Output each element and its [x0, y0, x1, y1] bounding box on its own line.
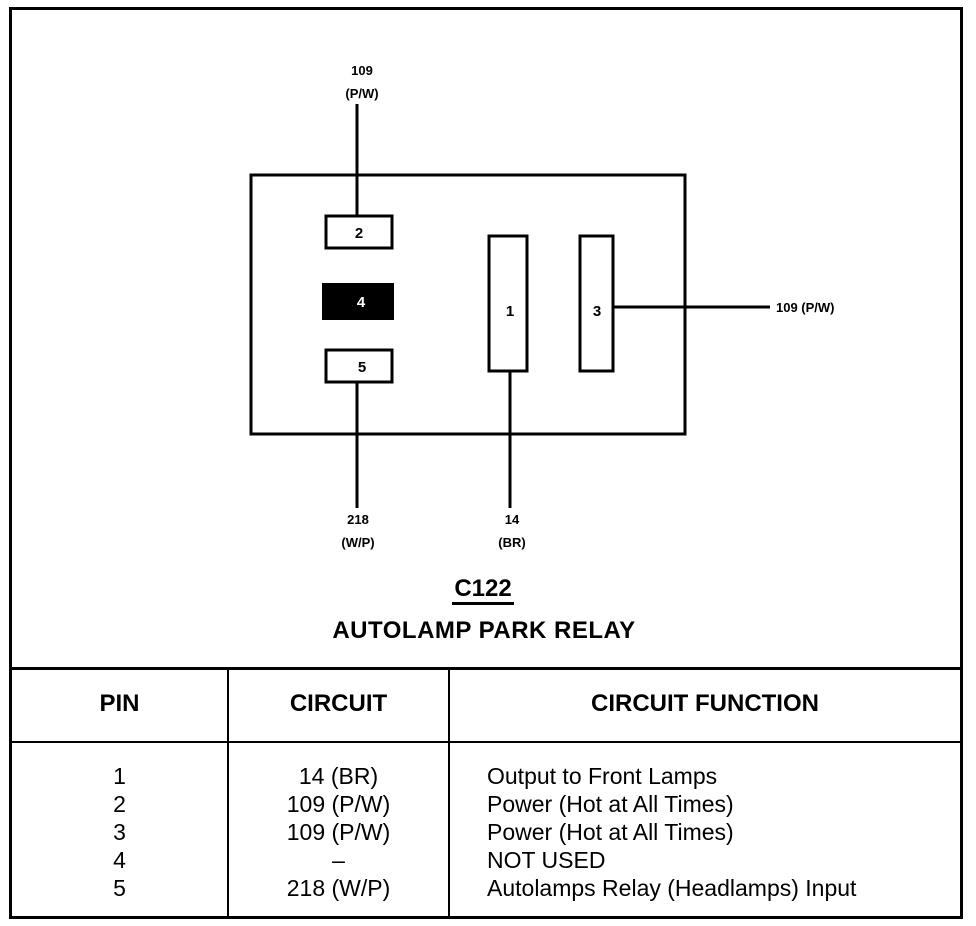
pin-column: 1 2 3 4 5 [12, 762, 227, 902]
table-row-pin: 4 [113, 847, 126, 873]
header-circuit-function: CIRCUIT FUNCTION [591, 690, 819, 717]
pin-1-label: 1 [506, 303, 514, 320]
table-row-circuit: 109 (P/W) [286, 819, 391, 845]
table-row-pin: 3 [113, 819, 126, 845]
table-col-divider-1 [227, 668, 229, 916]
header-circuit: CIRCUIT [289, 690, 388, 717]
wire-label-pin-2: 109 (P/W) [345, 63, 379, 101]
table-row-pin: 2 [113, 791, 126, 817]
table-row-circuit: 109 (P/W) [286, 791, 391, 817]
wire-label-pin-5: 218 (W/P) [341, 512, 375, 550]
pin-1: 1 [487, 234, 529, 373]
pin-4: 4 [322, 283, 394, 320]
pin-4-label: 4 [357, 294, 366, 311]
table-top-border [9, 667, 963, 670]
pin-3-label: 3 [593, 303, 601, 320]
diagram-frame [9, 7, 963, 919]
table-row-function: Power (Hot at All Times) [487, 791, 734, 817]
table-row-circuit: – [332, 847, 345, 873]
pin-2: 2 [324, 214, 394, 250]
wire-label-pin-1: 14 (BR) [498, 512, 526, 550]
table-row-function: Power (Hot at All Times) [487, 819, 734, 845]
table-row-circuit: 14 (BR) [298, 763, 379, 789]
function-column: Output to Front Lamps Power (Hot at All … [487, 762, 957, 902]
wire-label-pin-3: 109 (P/W) [776, 300, 835, 315]
connector-body [249, 173, 687, 436]
header-pin: PIN [99, 690, 140, 717]
table-col-divider-2 [448, 668, 450, 916]
pin-3: 3 [578, 234, 615, 373]
connector-name: AUTOLAMP PARK RELAY [332, 617, 636, 644]
table-row-function: NOT USED [487, 847, 606, 873]
table-header-divider [9, 741, 963, 743]
pin-2-label: 2 [355, 225, 363, 242]
table-row-function: Output to Front Lamps [487, 763, 718, 789]
pin-5-label: 5 [358, 359, 366, 376]
connector-id: C122 [383, 575, 583, 605]
table-row-pin: 5 [113, 875, 126, 901]
table-row-pin: 1 [113, 763, 126, 789]
table-row-circuit: 218 (W/P) [286, 875, 391, 901]
circuit-column: 14 (BR) 109 (P/W) 109 (P/W) – 218 (W/P) [229, 762, 448, 902]
pin-5: 5 [324, 348, 394, 384]
table-row-function: Autolamps Relay (Headlamps) Input [487, 875, 857, 901]
